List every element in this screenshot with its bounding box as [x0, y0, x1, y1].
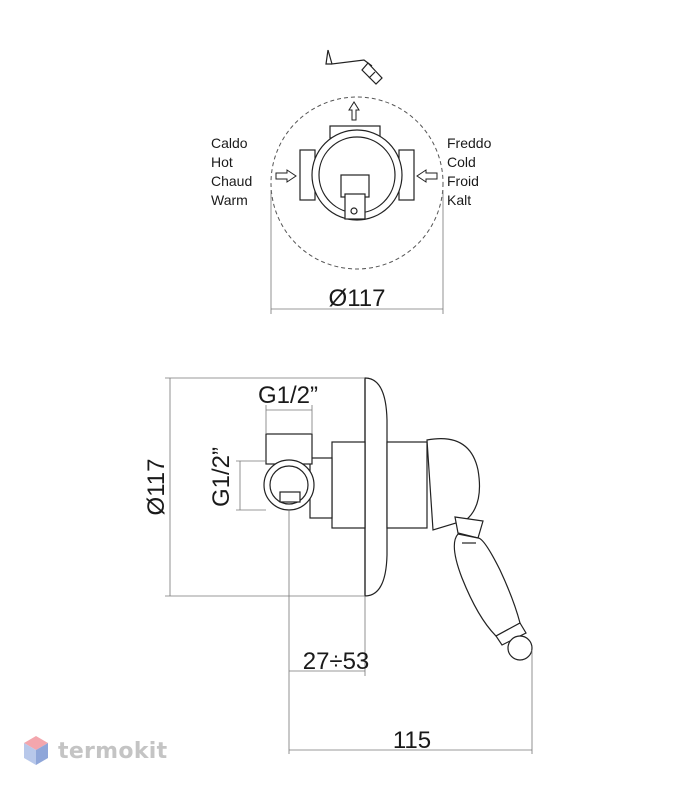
- watermark-text: termokit: [58, 738, 168, 764]
- hot-label-de: Warm: [211, 192, 248, 208]
- inlet-vertical-label: G1/2”: [208, 447, 235, 507]
- termokit-logo-icon: [24, 736, 48, 765]
- escutcheon-plate: [364, 377, 388, 597]
- depth-dimension: [288, 510, 366, 754]
- cold-inlet-arrow-icon: [416, 169, 438, 183]
- side-view: G1/2” G1/2” Ø117 27÷53 115: [143, 377, 533, 754]
- cold-label-en: Cold: [447, 154, 476, 170]
- shower-head-icon: [325, 49, 383, 85]
- cold-label-fr: Froid: [447, 173, 479, 189]
- top-diameter-label: Ø117: [329, 285, 386, 312]
- side-diameter-dimension: [165, 377, 365, 597]
- top-diameter-dimension: [270, 190, 444, 314]
- length-dimension: [289, 650, 533, 754]
- valve-body-top: [299, 125, 415, 221]
- top-view: Caldo Hot Chaud Warm Freddo Cold Froid K…: [211, 49, 492, 314]
- hot-label-en: Hot: [211, 154, 233, 170]
- hot-label-fr: Chaud: [211, 173, 252, 189]
- side-diameter-label: Ø117: [143, 459, 170, 516]
- cold-label-it: Freddo: [447, 135, 492, 151]
- hot-label-it: Caldo: [211, 135, 248, 151]
- outlet-arrow-up-icon: [348, 101, 360, 121]
- depth-label: 27÷53: [303, 648, 370, 675]
- length-label: 115: [393, 727, 431, 754]
- watermark: termokit: [22, 734, 167, 768]
- inlet-horizontal-dimension: [265, 405, 313, 434]
- escutcheon-outline: [270, 96, 444, 270]
- valve-handle: [386, 438, 533, 661]
- inlet-horizontal-label: G1/2”: [258, 382, 318, 409]
- valve-body-side: [263, 433, 366, 529]
- cold-label-de: Kalt: [447, 192, 471, 208]
- hot-inlet-arrow-icon: [275, 169, 297, 183]
- inlet-vertical-dimension: [236, 460, 266, 511]
